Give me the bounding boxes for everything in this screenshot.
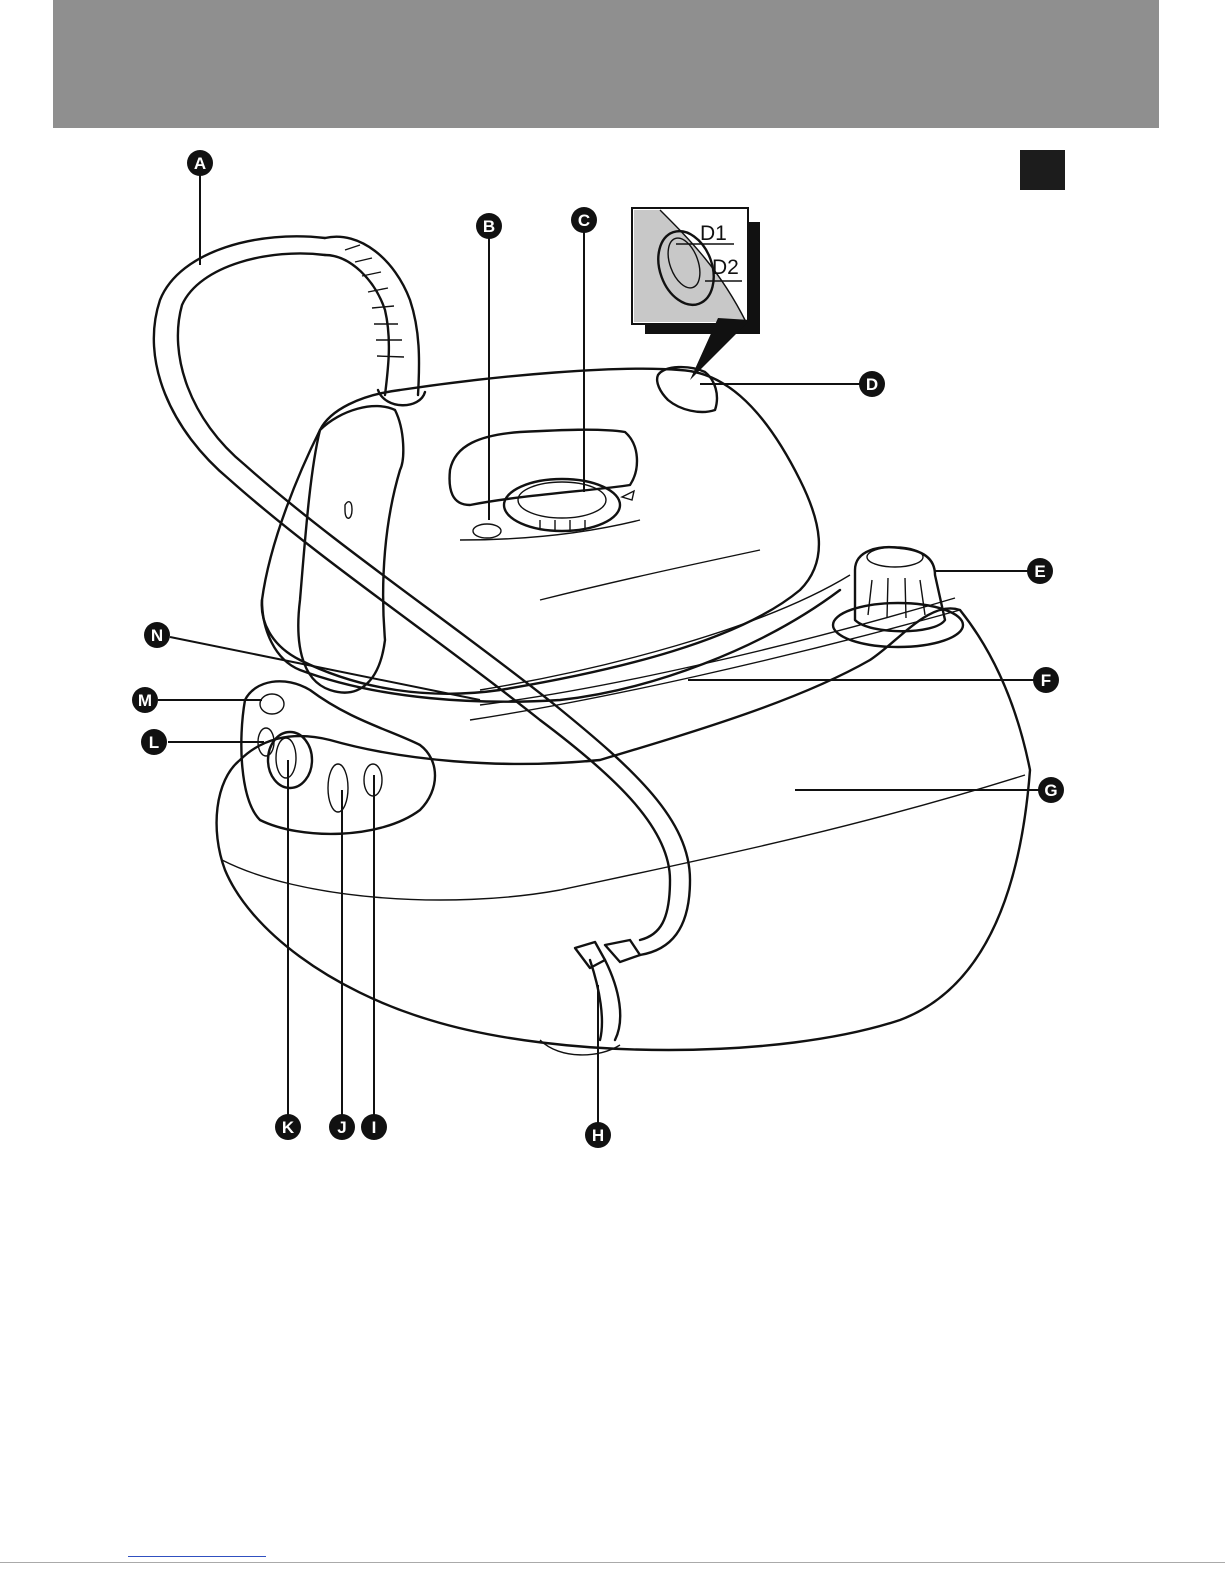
callout-J: J: [329, 1114, 355, 1140]
svg-text:M: M: [138, 691, 152, 710]
callout-N: N: [144, 622, 170, 648]
svg-text:I: I: [372, 1118, 377, 1137]
svg-text:B: B: [483, 217, 495, 236]
svg-text:J: J: [337, 1118, 346, 1137]
svg-text:H: H: [592, 1126, 604, 1145]
svg-text:F: F: [1041, 671, 1051, 690]
callout-G: G: [1038, 777, 1064, 803]
inset-label-d2: D2: [712, 256, 739, 279]
steam-hose: [154, 236, 690, 955]
callout-M: M: [132, 687, 158, 713]
callout-A: A: [187, 150, 213, 176]
control-panel: [241, 681, 435, 834]
iron-body: [262, 367, 850, 702]
svg-text:A: A: [194, 154, 206, 173]
callout-I: I: [361, 1114, 387, 1140]
callout-L: L: [141, 729, 167, 755]
svg-text:K: K: [282, 1118, 295, 1137]
svg-text:D: D: [866, 375, 878, 394]
footer-link-underline: [128, 1556, 266, 1557]
mains-cord: [575, 940, 640, 1040]
svg-text:E: E: [1034, 562, 1045, 581]
inset-label-d1: D1: [700, 222, 727, 245]
tank-cap: [833, 547, 963, 647]
callout-C: C: [571, 207, 597, 233]
base-station: [217, 598, 1030, 1055]
footer-rule: [0, 1562, 1225, 1563]
svg-text:L: L: [149, 733, 159, 752]
svg-text:N: N: [151, 626, 163, 645]
callout-D: D: [859, 371, 885, 397]
inset-detail: D1 D2: [632, 208, 760, 380]
callout-F: F: [1033, 667, 1059, 693]
svg-text:C: C: [578, 211, 590, 230]
svg-text:G: G: [1044, 781, 1057, 800]
callout-B: B: [476, 213, 502, 239]
callout-K: K: [275, 1114, 301, 1140]
callout-H: H: [585, 1122, 611, 1148]
callout-E: E: [1027, 558, 1053, 584]
